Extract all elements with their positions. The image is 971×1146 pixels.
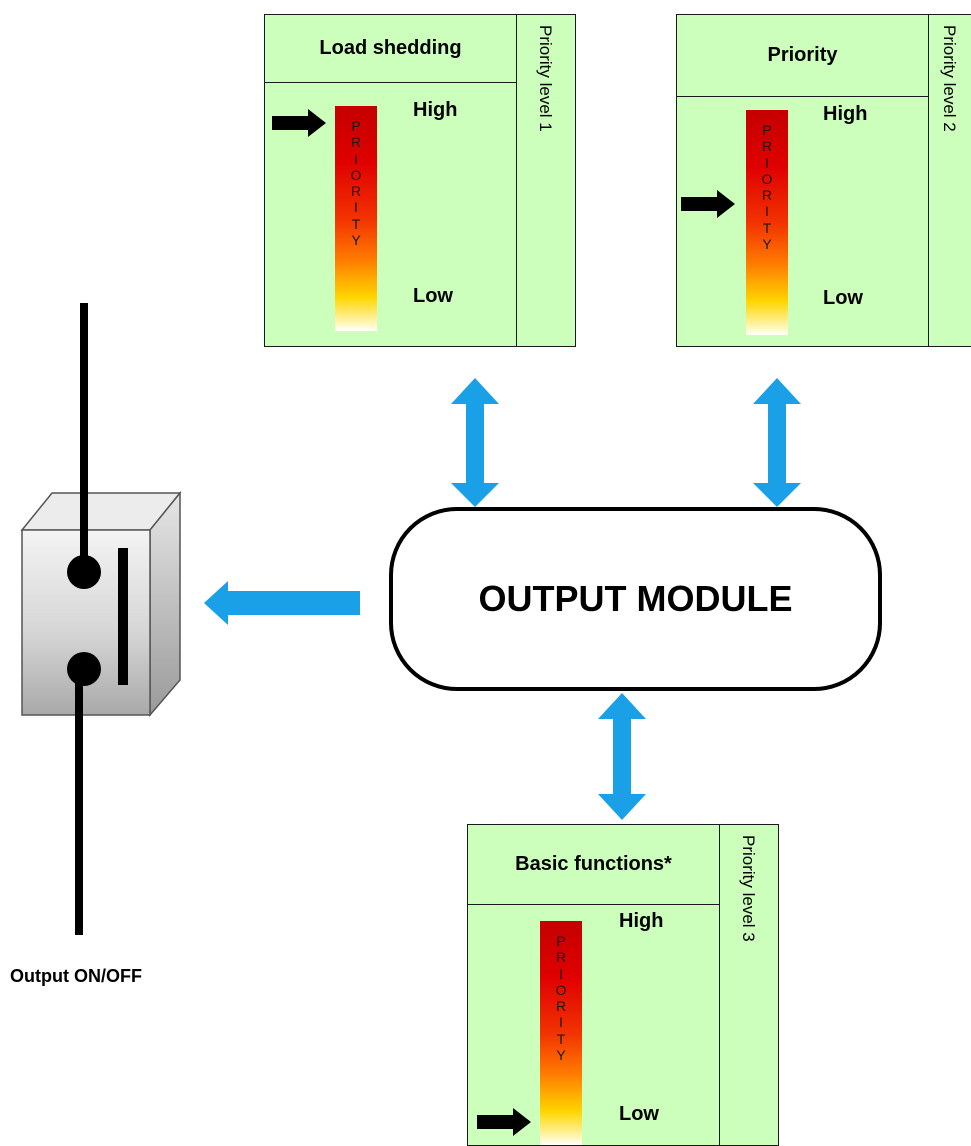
priority-letter: Y	[556, 1047, 566, 1064]
output-module-label: OUTPUT MODULE	[478, 578, 793, 619]
switch-box-icon	[20, 303, 182, 935]
panel-title: Load shedding	[319, 37, 462, 59]
panel-title: Basic functions*	[515, 853, 672, 875]
output-module-box: OUTPUT MODULE	[389, 507, 882, 691]
left-arrow-icon	[204, 581, 360, 625]
low-label: Low	[413, 285, 453, 307]
load-shedding-title-cell: Load shedding	[265, 15, 517, 83]
priority-letter: I	[765, 154, 769, 171]
priority-letter: O	[761, 170, 773, 187]
priority-letter: I	[559, 965, 563, 982]
priority-letter: O	[555, 981, 567, 998]
priority-gradient-bar: P R I O R I T Y	[335, 106, 377, 331]
priority-title-cell: Priority	[677, 15, 929, 97]
priority-letter: I	[765, 203, 769, 220]
double-arrow-icon	[598, 693, 646, 820]
priority-letter: R	[350, 183, 362, 200]
priority-letter: T	[762, 219, 772, 236]
panel-title: Priority	[767, 44, 838, 66]
output-caption: Output ON/OFF	[10, 966, 142, 986]
priority-letter: R	[350, 134, 362, 151]
priority-letter: I	[559, 1014, 563, 1031]
priority-letter: P	[351, 118, 361, 134]
basic-functions-title-cell: Basic functions*	[468, 825, 720, 905]
priority-letter: I	[354, 199, 358, 216]
double-arrow-icon	[451, 378, 499, 507]
priority-letter: P	[762, 122, 772, 138]
priority-letter: R	[761, 138, 773, 155]
priority-panel: Priority Priority level 2 P R I O R I T …	[676, 14, 971, 347]
priority-letter: T	[351, 215, 361, 232]
priority-letter: P	[556, 933, 566, 949]
high-label: High	[619, 910, 664, 932]
priority-letter: Y	[762, 236, 772, 253]
priority-letter: T	[556, 1030, 566, 1047]
load-shedding-panel: Load shedding Priority level 1 P R I O R…	[264, 14, 576, 347]
priority-letter: I	[354, 150, 358, 167]
panel-divider	[718, 825, 720, 1145]
priority-letter: R	[761, 187, 773, 204]
low-label: Low	[619, 1103, 659, 1125]
pointer-arrow-icon	[681, 190, 735, 218]
low-label: Low	[823, 287, 863, 309]
double-arrow-icon	[753, 378, 801, 507]
priority-gradient-bar: P R I O R I T Y	[540, 921, 582, 1145]
priority-gradient-bar: P R I O R I T Y	[746, 110, 788, 335]
panel-divider	[515, 15, 517, 346]
high-label: High	[413, 99, 458, 121]
high-label: High	[823, 103, 868, 125]
priority-letter: R	[555, 949, 567, 966]
priority-letter: R	[555, 998, 567, 1015]
pointer-arrow-icon	[477, 1108, 531, 1136]
priority-letter: O	[350, 166, 362, 183]
panel-divider	[927, 15, 929, 346]
pointer-arrow-icon	[272, 109, 326, 137]
priority-letter: Y	[351, 232, 361, 249]
